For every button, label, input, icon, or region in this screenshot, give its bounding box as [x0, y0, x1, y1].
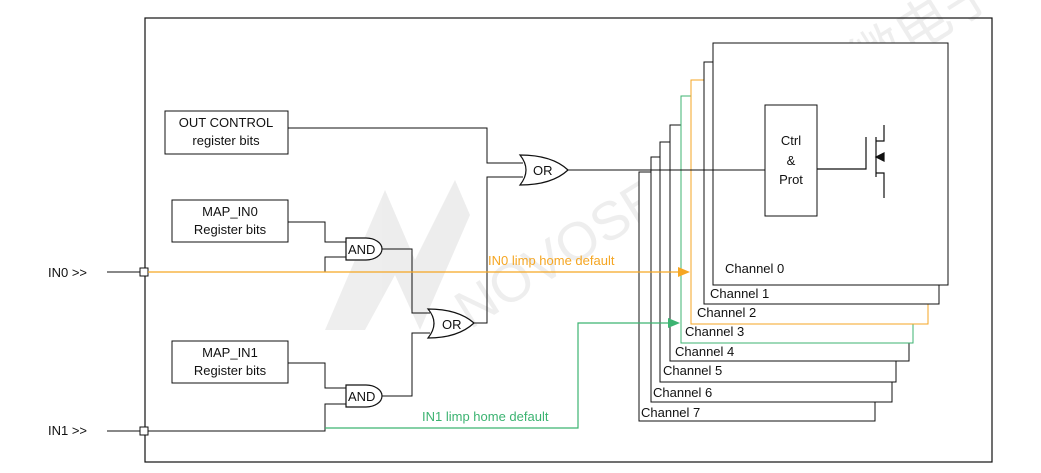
svg-text:AND: AND — [348, 242, 375, 257]
map-in1-line2: Register bits — [194, 363, 267, 378]
svg-text:OR: OR — [533, 163, 553, 178]
channel-3-label: Channel 3 — [685, 324, 744, 339]
map-in1-box — [171, 340, 289, 384]
channel-7-label: Channel 7 — [641, 405, 700, 420]
svg-text:AND: AND — [348, 389, 375, 404]
outer-frame — [144, 17, 993, 463]
channel-1-label: Channel 1 — [710, 286, 769, 301]
channel-5-label: Channel 5 — [663, 363, 722, 378]
map-in1-line1: MAP_IN1 — [202, 345, 258, 360]
out-control-line2: register bits — [192, 133, 260, 148]
and-gate-bottom: AND — [345, 384, 383, 408]
or-gate-top: OR — [518, 154, 569, 186]
prot-label: Prot — [779, 172, 803, 187]
in0-limp-path — [148, 267, 690, 277]
channel-stack: Channel 7 Channel 6 Channel 5 Channel 4 … — [638, 42, 949, 422]
ctrl-label: Ctrl — [781, 133, 801, 148]
amp-label: & — [787, 153, 796, 168]
channel-0-label: Channel 0 — [725, 261, 784, 276]
channel-6-label: Channel 6 — [653, 385, 712, 400]
or-gate-middle: OR — [426, 308, 475, 339]
in1-pin — [139, 426, 149, 436]
map-in0-box — [171, 199, 289, 243]
channel-0-box — [712, 42, 949, 286]
channel-2-label: Channel 2 — [697, 305, 756, 320]
in1-limp-label: IN1 limp home default — [422, 409, 549, 424]
out-control-line1: OUT CONTROL — [179, 115, 273, 130]
map-in0-line2: Register bits — [194, 222, 267, 237]
channel-4-label: Channel 4 — [675, 344, 734, 359]
in1-input-label: IN1 >> — [48, 423, 87, 438]
mosfet-icon — [817, 125, 885, 198]
in0-limp-label: IN0 limp home default — [488, 253, 615, 268]
in0-pin — [139, 267, 149, 277]
and-gate-top: AND — [345, 237, 383, 261]
in0-input-label: IN0 >> — [48, 265, 87, 280]
map-in0-line1: MAP_IN0 — [202, 204, 258, 219]
out-control-box — [164, 110, 289, 155]
ctrl-prot-box — [764, 104, 818, 217]
svg-text:OR: OR — [442, 317, 462, 332]
in1-limp-path — [325, 318, 680, 429]
